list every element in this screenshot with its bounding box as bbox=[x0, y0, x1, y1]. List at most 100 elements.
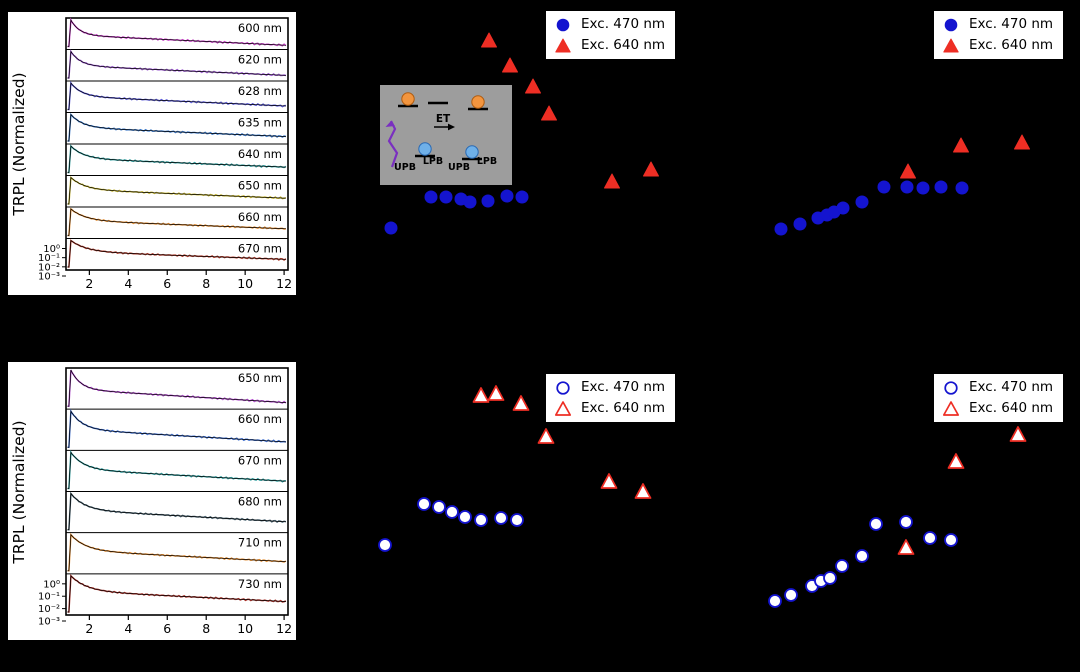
fit-line bbox=[67, 369, 286, 407]
fit-line bbox=[67, 82, 286, 110]
et-arrowhead bbox=[448, 123, 455, 131]
filled-triangle-point bbox=[541, 105, 557, 121]
wavelength-label: 650 nm bbox=[238, 371, 282, 385]
wavelength-label: 600 nm bbox=[238, 21, 282, 35]
legend-marker-shape bbox=[556, 381, 570, 395]
scatter-chart-top-middle bbox=[384, 32, 659, 235]
open-circle-point bbox=[510, 513, 524, 527]
filled-circle-point bbox=[439, 190, 453, 204]
fit-line bbox=[67, 176, 286, 205]
open-triangle-point bbox=[634, 483, 652, 499]
filled-triangle-point bbox=[900, 163, 916, 179]
filled-circle-point bbox=[836, 201, 850, 215]
open-triangle-point bbox=[512, 395, 530, 411]
triangle-marker-icon bbox=[943, 38, 959, 53]
filled-circle-point bbox=[877, 180, 891, 194]
x-tick-label: 8 bbox=[202, 621, 210, 636]
triangle-marker-icon bbox=[555, 38, 571, 53]
legend-label: Exc. 640 nm bbox=[969, 36, 1054, 53]
triangle-marker-icon bbox=[554, 401, 572, 416]
fit-line bbox=[67, 492, 286, 531]
open-triangle-point bbox=[487, 385, 505, 401]
x-tick-label: 6 bbox=[163, 621, 171, 636]
fit-line bbox=[67, 239, 286, 268]
exciton-ball-blue bbox=[418, 142, 432, 156]
legend-label: Exc. 470 nm bbox=[969, 378, 1054, 395]
legend-item: Exc. 470 nm bbox=[942, 379, 1053, 396]
x-tick-label: 4 bbox=[124, 621, 132, 636]
x-tick-label: 2 bbox=[85, 621, 93, 636]
circle-marker-icon bbox=[556, 18, 570, 32]
scatter-panel-bottom-right: Exc. 470 nm Exc. 640 nm bbox=[740, 360, 1080, 672]
wavelength-label: 620 nm bbox=[238, 53, 282, 67]
open-circle-point bbox=[445, 505, 459, 519]
legend-label: Exc. 640 nm bbox=[581, 399, 666, 416]
open-circle-point bbox=[944, 533, 958, 547]
fit-line bbox=[67, 145, 286, 173]
legend-item: Exc. 640 nm bbox=[942, 37, 1053, 54]
filled-circle-point bbox=[774, 222, 788, 236]
triangle-marker-icon bbox=[942, 401, 960, 416]
scatter-panel-top-right: Exc. 470 nm Exc. 640 nm bbox=[740, 10, 1080, 330]
open-circle-point bbox=[378, 538, 392, 552]
legend-item: Exc. 640 nm bbox=[554, 400, 665, 417]
open-circle-point bbox=[823, 571, 837, 585]
open-circle-point bbox=[899, 515, 913, 529]
legend-marker-shape bbox=[554, 401, 572, 416]
legend-label: Exc. 640 nm bbox=[969, 399, 1054, 416]
open-circle-point bbox=[768, 594, 782, 608]
filled-circle-point bbox=[855, 195, 869, 209]
fit-line bbox=[67, 410, 286, 448]
circle-marker-icon bbox=[944, 381, 958, 395]
open-triangle-point bbox=[537, 428, 555, 444]
filled-triangle-point bbox=[1014, 134, 1030, 150]
filled-circle-point bbox=[955, 181, 969, 195]
scatter-chart-top-right bbox=[774, 134, 1030, 236]
open-circle-point bbox=[417, 497, 431, 511]
open-circle-point bbox=[432, 500, 446, 514]
exciton-ball-orange bbox=[401, 92, 415, 106]
wavelength-label: 628 nm bbox=[238, 84, 282, 98]
legend-bottom-right: Exc. 470 nm Exc. 640 nm bbox=[933, 373, 1065, 423]
wavelength-label: 670 nm bbox=[238, 453, 282, 467]
wavelength-label: 660 nm bbox=[238, 412, 282, 426]
open-circle-point bbox=[923, 531, 937, 545]
scatter-chart-bottom-middle bbox=[378, 385, 652, 552]
fit-line bbox=[67, 50, 286, 79]
x-tick-label: 10 bbox=[237, 621, 253, 636]
legend-label: Exc. 470 nm bbox=[581, 15, 666, 32]
filled-circle-point bbox=[515, 190, 529, 204]
filled-triangle-point bbox=[502, 57, 518, 73]
legend-item: Exc. 470 nm bbox=[554, 379, 665, 396]
wavelength-label: 680 nm bbox=[238, 495, 282, 509]
legend-top-middle: Exc. 470 nm Exc. 640 nm bbox=[545, 10, 677, 60]
open-triangle-point bbox=[947, 453, 965, 469]
photon-arrow bbox=[387, 120, 399, 168]
x-tick-label: 12 bbox=[276, 621, 292, 636]
open-triangle-point bbox=[600, 473, 618, 489]
y-tick-label: 10⁰ bbox=[43, 244, 60, 255]
y-tick-label: 10⁻³ bbox=[38, 272, 60, 283]
y-tick-label: 10⁻¹ bbox=[38, 592, 60, 603]
photon-arrowhead bbox=[385, 121, 395, 127]
x-tick-label: 6 bbox=[163, 276, 171, 291]
scatter-panel-bottom-middle: Exc. 470 nm Exc. 640 nm bbox=[330, 360, 700, 672]
filled-triangle-point bbox=[643, 161, 659, 177]
legend-item: Exc. 470 nm bbox=[942, 16, 1053, 33]
y-tick-label: 10⁻² bbox=[38, 262, 60, 273]
open-triangle-point bbox=[897, 539, 915, 555]
filled-triangle-point bbox=[953, 137, 969, 153]
y-tick-label: 10⁰ bbox=[43, 579, 60, 590]
open-circle-point bbox=[835, 559, 849, 573]
filled-circle-point bbox=[793, 217, 807, 231]
legend-label: Exc. 640 nm bbox=[581, 36, 666, 53]
legend-marker-shape bbox=[556, 18, 570, 32]
filled-triangle-point bbox=[525, 78, 541, 94]
legend-label: Exc. 470 nm bbox=[581, 378, 666, 395]
open-circle-point bbox=[784, 588, 798, 602]
filled-circle-point bbox=[500, 189, 514, 203]
et-label: ET bbox=[436, 113, 451, 125]
